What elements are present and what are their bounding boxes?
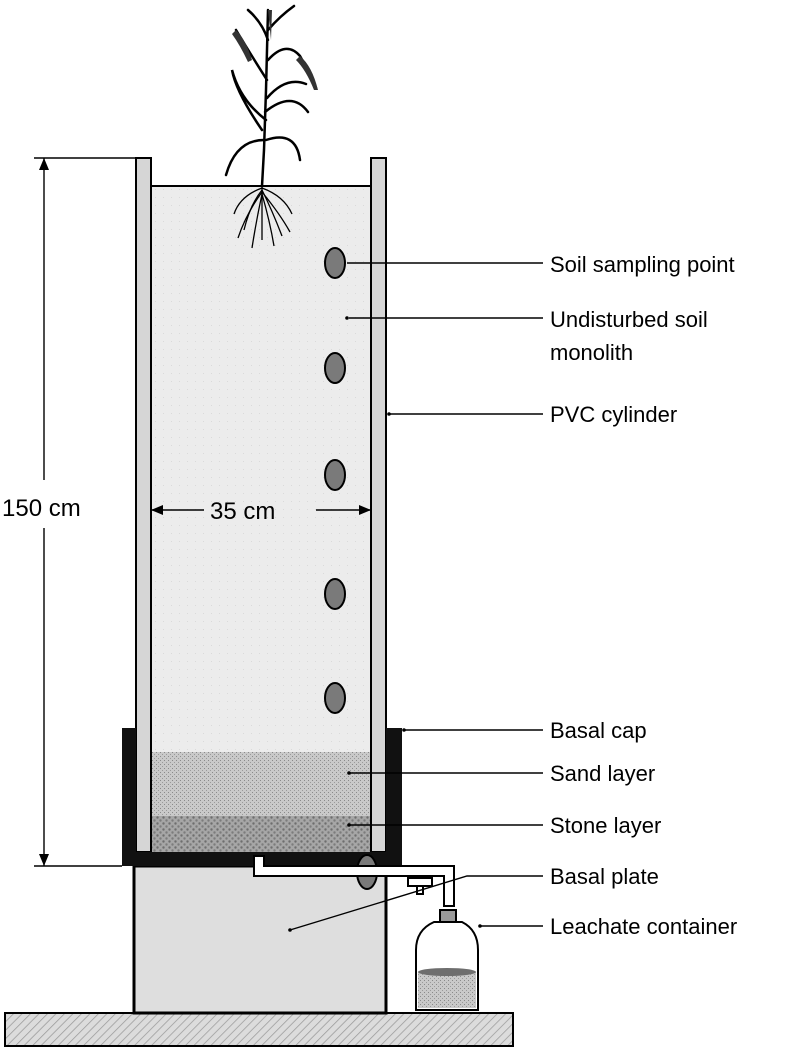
ground-slab xyxy=(4,1012,514,1047)
width-dimension xyxy=(151,505,371,515)
label-monolith: monolith xyxy=(550,340,633,365)
drainage-pipe xyxy=(253,855,455,907)
height-label: 150 cm xyxy=(2,495,81,522)
label-pvc-cylinder: PVC cylinder xyxy=(550,402,677,427)
basal-support-box xyxy=(132,864,388,1015)
sampling-port xyxy=(324,578,346,610)
leader-dots xyxy=(288,316,482,932)
plant-roots xyxy=(233,186,293,249)
width-label: 35 cm xyxy=(210,498,275,525)
label-undisturbed-soil: Undisturbed soil xyxy=(550,307,708,332)
maize-leaves-fill xyxy=(232,10,318,90)
height-dimension xyxy=(34,157,136,867)
label-stone-layer: Stone layer xyxy=(550,813,661,838)
label-basal-plate: Basal plate xyxy=(550,864,659,889)
basal-cap xyxy=(122,728,402,866)
sampling-ports xyxy=(324,247,378,890)
label-basal-cap: Basal cap xyxy=(550,718,647,743)
sampling-port xyxy=(324,247,346,279)
sampling-port xyxy=(324,682,346,714)
pvc-wall-right xyxy=(370,157,387,853)
label-sand-layer: Sand layer xyxy=(550,761,655,786)
leader-lines xyxy=(289,262,543,931)
leachate-bottle xyxy=(415,909,479,1011)
valve-handle xyxy=(407,877,433,887)
label-leachate-container: Leachate container xyxy=(550,914,737,939)
stone-layer xyxy=(151,816,371,852)
sand-layer xyxy=(151,752,371,816)
pvc-wall-left xyxy=(135,157,152,853)
label-soil-sampling-point: Soil sampling point xyxy=(550,252,735,277)
sampling-port xyxy=(324,459,346,491)
sampling-port xyxy=(324,352,346,384)
